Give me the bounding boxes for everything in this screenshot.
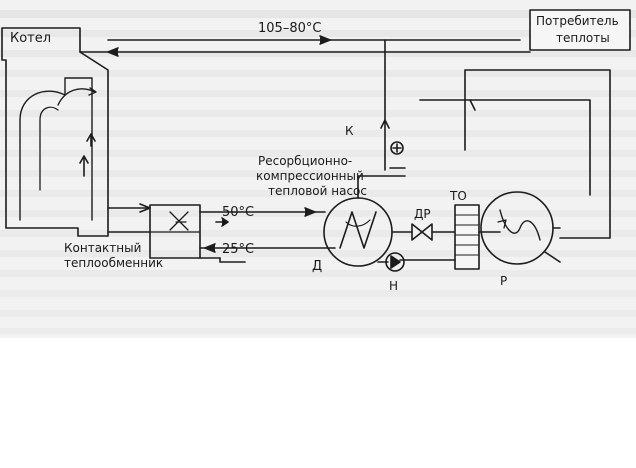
temperature-50-label: 50°C [222,205,254,220]
exchanger-label-line1: Контактный [64,241,141,255]
desorber-label: Д [312,259,322,274]
pump-label: Н [389,279,398,293]
desorber-compressor-line [357,175,406,199]
small-flow-arrows [215,217,229,227]
throttle-valve [391,223,456,241]
scanned-diagram: Котел Потребитель теплоты 105–80°C К Рес… [0,0,636,338]
boiler-label: Котел [10,31,51,46]
temperature-25-label: 25°C [222,242,254,257]
boiler [1,27,109,237]
heat-pump-title-line2: компрессионный [256,169,364,183]
compressor-label: К [345,124,354,138]
recuperator [399,204,501,270]
consumer-label-line2: теплоты [556,31,610,45]
solution-pump [377,252,405,272]
recuperator-label: ТО [449,189,467,203]
resorber-label: Р [500,274,507,288]
consumer-label-line1: Потребитель [536,14,619,28]
resorber [480,191,561,265]
heat-consumer [529,9,631,51]
throttle-label: ДР [414,207,431,221]
exchanger-pipes [199,207,336,263]
compressor-circuit [380,39,406,171]
return-loop [419,69,611,239]
supply-pipe [79,35,531,57]
heat-pump-title-line1: Ресорбционно- [258,154,352,168]
exchanger-label-line2: теплообменник [64,256,163,270]
background-bleed-through [0,10,636,334]
supply-temperature-label: 105–80°C [258,21,321,36]
heat-pump-title-line3: тепловой насос [268,184,367,198]
